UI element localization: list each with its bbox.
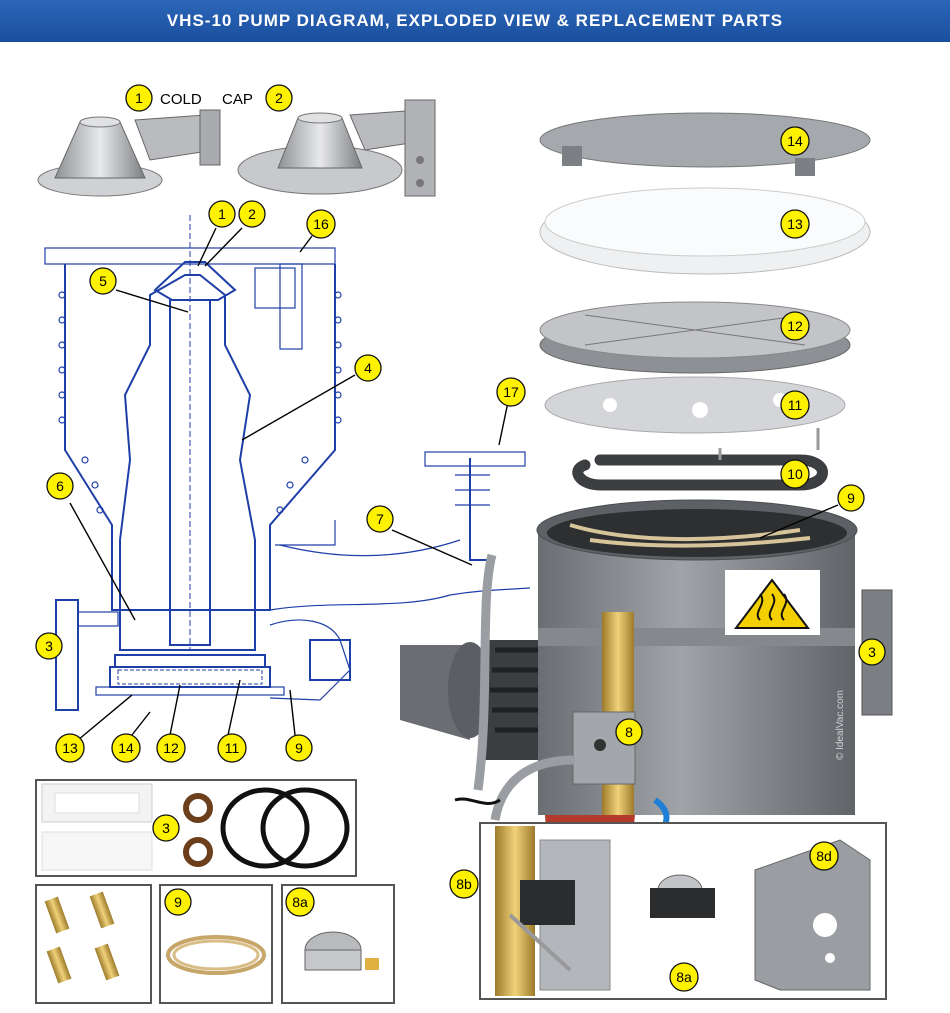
callout-6: 6 [46, 472, 74, 500]
top-plate-photo [539, 112, 871, 176]
svg-text:1: 1 [218, 206, 226, 222]
callout-9-drawing: 9 [285, 734, 313, 762]
callout-10: 10 [780, 459, 810, 489]
callout-13-drawing: 13 [55, 733, 85, 763]
svg-text:17: 17 [503, 384, 519, 400]
svg-text:11: 11 [225, 740, 240, 756]
seal-kit-box [35, 779, 357, 877]
insulation-pad-photo [539, 187, 871, 275]
watermark: © IdealVac.com [835, 690, 846, 760]
callout-14-photo: 14 [780, 126, 810, 156]
page-title: VHS-10 PUMP DIAGRAM, EXPLODED VIEW & REP… [0, 0, 950, 42]
callout-5: 5 [89, 267, 117, 295]
gasket-photo [544, 376, 846, 434]
callout-3-photo: 3 [858, 638, 886, 666]
pump-body-photo [400, 499, 893, 860]
callout-1-drawing: 1 [208, 200, 236, 228]
pump-diagram-figure: COLD CAP [35, 84, 893, 1004]
svg-text:12: 12 [163, 740, 179, 756]
fittings-box [35, 884, 152, 1004]
svg-text:8d: 8d [816, 848, 832, 864]
svg-text:8a: 8a [676, 969, 692, 985]
callout-11-photo: 11 [780, 390, 810, 420]
svg-text:14: 14 [118, 740, 134, 756]
callout-2-drawing: 2 [238, 200, 266, 228]
svg-text:14: 14 [787, 133, 803, 149]
cold-cap-photo [37, 109, 221, 197]
callout-4: 4 [354, 354, 382, 382]
svg-text:9: 9 [295, 740, 303, 756]
callout-8a-detail: 8a [669, 962, 699, 992]
svg-text:6: 6 [56, 478, 64, 494]
svg-text:5: 5 [99, 273, 107, 289]
svg-text:9: 9 [847, 490, 855, 506]
svg-text:9: 9 [174, 894, 182, 910]
callout-14-drawing: 14 [111, 733, 141, 763]
svg-text:2: 2 [248, 206, 256, 222]
callout-3-drawing: 3 [35, 632, 63, 660]
svg-text:16: 16 [313, 216, 329, 232]
svg-text:4: 4 [364, 360, 372, 376]
svg-text:13: 13 [62, 740, 78, 756]
svg-text:10: 10 [787, 466, 803, 482]
svg-text:8a: 8a [292, 894, 308, 910]
callout-2-cap: 2 [265, 84, 293, 112]
svg-text:8b: 8b [456, 876, 472, 892]
leader-lines [69, 227, 839, 741]
svg-text:3: 3 [868, 644, 876, 660]
svg-text:3: 3 [45, 638, 53, 654]
svg-text:1: 1 [135, 90, 143, 106]
callout-1-cap: 1 [125, 84, 153, 112]
callout-12-drawing: 12 [156, 733, 186, 763]
callout-8d: 8d [809, 841, 839, 871]
callout-3-kit: 3 [152, 814, 180, 842]
callout-7: 7 [366, 505, 394, 533]
callout-17: 17 [496, 377, 526, 407]
callout-9-photo: 9 [837, 484, 865, 512]
callout-16: 16 [306, 209, 336, 239]
callout-9-kit: 9 [164, 888, 192, 916]
callout-11-drawing: 11 [217, 733, 247, 763]
svg-text:2: 2 [275, 90, 283, 106]
callout-12-photo: 12 [780, 311, 810, 341]
callout-8a-kit: 8a [285, 887, 315, 917]
svg-text:11: 11 [788, 397, 803, 413]
cap-label: CAP [222, 91, 253, 108]
cold-label: COLD [160, 91, 202, 108]
callout-8: 8 [615, 718, 643, 746]
svg-text:7: 7 [376, 511, 384, 527]
callout-13-photo: 13 [780, 209, 810, 239]
svg-text:13: 13 [787, 216, 803, 232]
svg-text:12: 12 [787, 318, 803, 334]
heater-plate-photo [539, 301, 851, 374]
svg-text:3: 3 [162, 820, 170, 836]
blueprint-drawing [44, 215, 531, 711]
hot-cap-photo [237, 99, 436, 197]
callout-8b: 8b [449, 869, 479, 899]
svg-text:8: 8 [625, 724, 633, 740]
